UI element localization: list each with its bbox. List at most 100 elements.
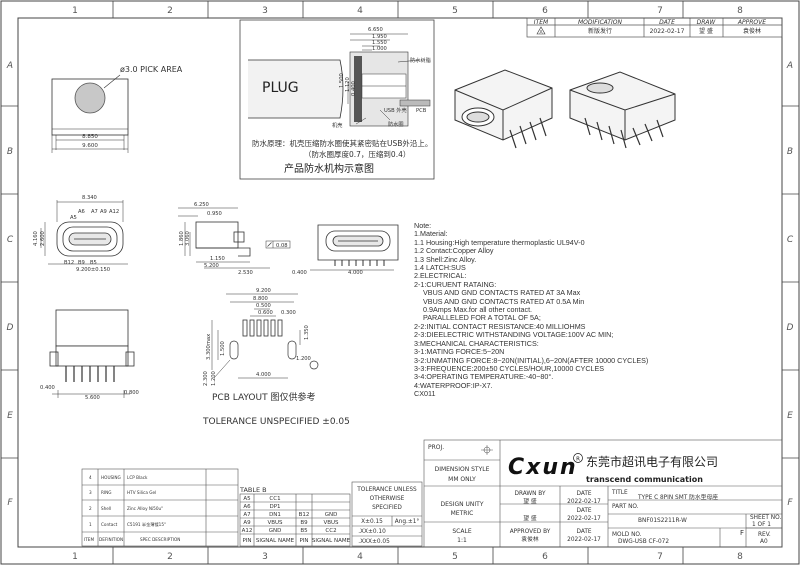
pin-cell: A6 (243, 504, 251, 510)
bom-spec: Zinc Alloy Ni50u" (127, 506, 163, 511)
registered-icon (573, 453, 583, 463)
zone-letter: E (7, 411, 13, 421)
zone-letter: D (7, 323, 14, 333)
checked-name: 望 盛 (523, 514, 537, 522)
dim-label: 1.950 (372, 34, 387, 40)
zone-number: 7 (657, 6, 663, 16)
waterproof-frame (239, 19, 435, 180)
pin-label: A12 (109, 209, 119, 215)
dim-label: 4.000 (256, 372, 271, 378)
dim-label: 1.550 (372, 40, 387, 46)
pin-cell: CC1 (269, 496, 280, 502)
rev-modification: 新版发行 (588, 27, 612, 35)
company-name-en: transcend communication (586, 475, 703, 484)
note-line: 1.Material: (414, 229, 448, 239)
top-view-body (51, 78, 129, 136)
rev-item: A (539, 30, 543, 36)
rev-header: ITEM (534, 19, 549, 26)
dim-label: 8.800 (253, 296, 268, 302)
zone-number: 8 (737, 6, 743, 16)
dim-label: 2.300 (203, 371, 209, 386)
pin-table-title: TABLE B (239, 486, 267, 494)
revision-block: ITEM MODIFICATION DATE DRAW APPROVE A 新版… (526, 17, 783, 38)
bom-no: 1 (89, 522, 92, 527)
date-label: DATE (576, 529, 591, 535)
scale-value: 1:1 (457, 537, 467, 544)
drawing-title: TYPE C 8PIN SMT 防水型母座 (637, 493, 718, 501)
rev-value: A0 (760, 539, 768, 545)
zone-letter: A (786, 61, 793, 71)
dim-label: 1.200 (211, 371, 217, 386)
bom-footer: ITEM (84, 537, 94, 542)
pin-cell: GND (325, 512, 338, 518)
pin-cell: A7 (243, 512, 251, 518)
note-line: VBUS AND GND CONTACTS RATED AT 0.5A Min (423, 296, 585, 306)
bom-table (81, 468, 239, 547)
dimension-style: DIMENSION STYLE (435, 466, 490, 473)
bom-no: 3 (89, 490, 92, 495)
rev-header: MODIFICATION (578, 19, 623, 26)
bom-item: HOUSING (101, 475, 121, 480)
zone-number: 4 (357, 552, 363, 562)
bom-footer: DEFINITION (99, 537, 123, 542)
pin-cell: B9 (300, 520, 308, 526)
note-line: 1.2 Contact:Copper Alloy (414, 246, 494, 256)
dim-label: 2.600 (40, 231, 46, 246)
front-view (40, 200, 128, 265)
side-view (178, 207, 291, 269)
dim-label: 0.800 (124, 390, 139, 396)
dim-label: 6.250 (194, 202, 209, 208)
pcb-label: PCB (416, 108, 427, 114)
note-line: 1.3 Shell:Zinc Alloy. (414, 254, 477, 264)
dim-label: 5.600 (85, 395, 100, 401)
principle-line-1: 防水原理：机壳压缩防水圈使其紧密贴在USB外沿上。 (252, 138, 432, 148)
bom-item: RING (101, 490, 112, 495)
drawn-by-name: 望 盛 (523, 497, 537, 505)
approved-by-label: APPROVED BY (510, 529, 551, 535)
pick-area-circle (74, 82, 106, 114)
inner-border (17, 17, 783, 548)
zone-number: 3 (262, 552, 268, 562)
zone-letter: C (787, 235, 794, 245)
zone-letter: D (787, 323, 794, 333)
dim-label: 9.600 (82, 143, 98, 149)
note-line: 1.4 LATCH:SUS (414, 263, 466, 273)
dim-label: 1.000 (372, 46, 387, 52)
dim-label: 3.300max (206, 334, 212, 360)
dim-label: 1.200 (296, 356, 311, 362)
note-line: PARALLELED FOR A TOTAL OF 5A; (423, 313, 541, 323)
pin-label: B12 (64, 260, 74, 266)
dim-label: 6.650 (368, 27, 383, 33)
dim-label: 4.160 (33, 231, 39, 246)
notes-block: Note:1.Material:1.1 Housing:High tempera… (414, 221, 649, 399)
zone-number: 2 (167, 552, 173, 562)
dim-label: 1.500 (220, 341, 226, 356)
title-label: TITLE (611, 490, 628, 496)
rev-date: 2022-02-17 (650, 28, 685, 35)
rev-header: DATE (659, 19, 675, 26)
part-no-label: PART NO. (612, 504, 639, 510)
company-name-cn: 东莞市超讯电子有限公司 (586, 454, 718, 469)
zone-number: 6 (542, 6, 548, 16)
rev-label: REV. (758, 532, 771, 538)
bom-spec: C5191 半金薄镀15" (127, 521, 166, 528)
zone-number: 1 (72, 552, 78, 562)
note-line: 1.1 Housing:High temperature thermoplast… (414, 237, 585, 247)
rev-header: APPROVE (737, 19, 766, 26)
dim-label: 1.150 (210, 256, 225, 262)
flatness-value: 0.08 (276, 243, 288, 249)
pcb-layout-title: PCB LAYOUT 图仅供参考 (212, 391, 315, 403)
note-line: 3-2:UNMATING FORCE:8~20N(INITIAL),6~20N(… (414, 355, 649, 365)
bom-no: 4 (89, 475, 92, 480)
pin-cell: B5 (300, 528, 308, 534)
note-line: 2.ELECTRICAL: (414, 271, 467, 281)
pick-area-label: ø3.0 PICK AREA (120, 65, 183, 74)
logo-text: Cxun (508, 455, 578, 480)
pin-cell: DP1 (269, 504, 280, 510)
tol-x: X±0.15 (361, 519, 383, 525)
dim-label: 4.000 (348, 270, 363, 276)
zone-letter: F (7, 498, 13, 508)
pin-cell: VBUS (267, 520, 283, 526)
note-line: VBUS AND GND CONTACTS RATED AT 3A Max (423, 288, 581, 298)
